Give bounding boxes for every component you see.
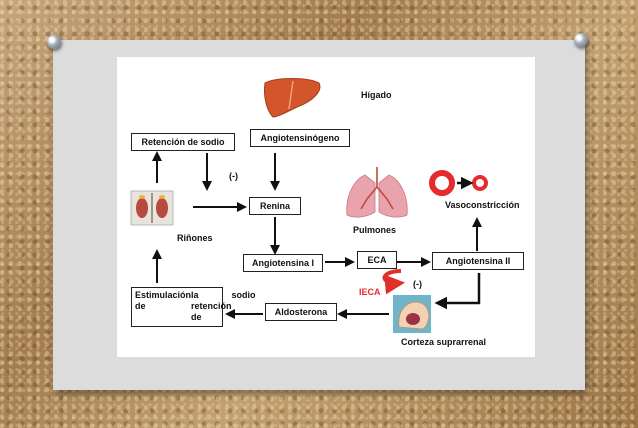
node-estimulacion: Estimulación de la retención de sodio bbox=[131, 287, 256, 327]
node-angiotensina-i: Angiotensina I bbox=[243, 254, 323, 272]
label-vasoconstriccion: Vasoconstricción bbox=[445, 200, 520, 210]
label-neg-ieca: (-) bbox=[413, 279, 422, 289]
node-angiotensinogeno: Angiotensinógeno bbox=[250, 129, 350, 147]
vessel-ring-icon bbox=[429, 170, 488, 196]
node-renina: Renina bbox=[249, 197, 301, 215]
node-aldosterona: Aldosterona bbox=[265, 303, 337, 321]
node-angiotensina-ii: Angiotensina II bbox=[432, 252, 524, 270]
diagram-arrows bbox=[130, 78, 488, 333]
node-eca: ECA bbox=[357, 251, 397, 269]
label-higado: Hígado bbox=[361, 90, 392, 100]
pushpin-right-icon bbox=[574, 33, 588, 47]
label-neg-renina: (-) bbox=[229, 171, 238, 181]
label-corteza-suprarrenal: Corteza suprarrenal bbox=[401, 337, 487, 347]
label-pulmones: Pulmones bbox=[353, 225, 397, 235]
estimulacion-line-1: Estimulación de bbox=[135, 290, 192, 311]
label-ieca: IECA bbox=[359, 287, 381, 297]
liver-icon bbox=[264, 78, 321, 118]
node-retencion-sodio: Retención de sodio bbox=[131, 133, 235, 151]
estimulacion-line-2: la retención de bbox=[191, 290, 232, 322]
estimulacion-line-3: sodio bbox=[231, 290, 256, 300]
pushpin-left-icon bbox=[47, 35, 61, 49]
adrenal-icon bbox=[393, 295, 431, 333]
diagram-panel: Retención de sodio Angiotensinógeno Reni… bbox=[117, 57, 535, 357]
lungs-icon bbox=[346, 167, 408, 218]
kidneys-icon bbox=[130, 190, 174, 226]
label-rinones: Riñones bbox=[177, 233, 213, 243]
